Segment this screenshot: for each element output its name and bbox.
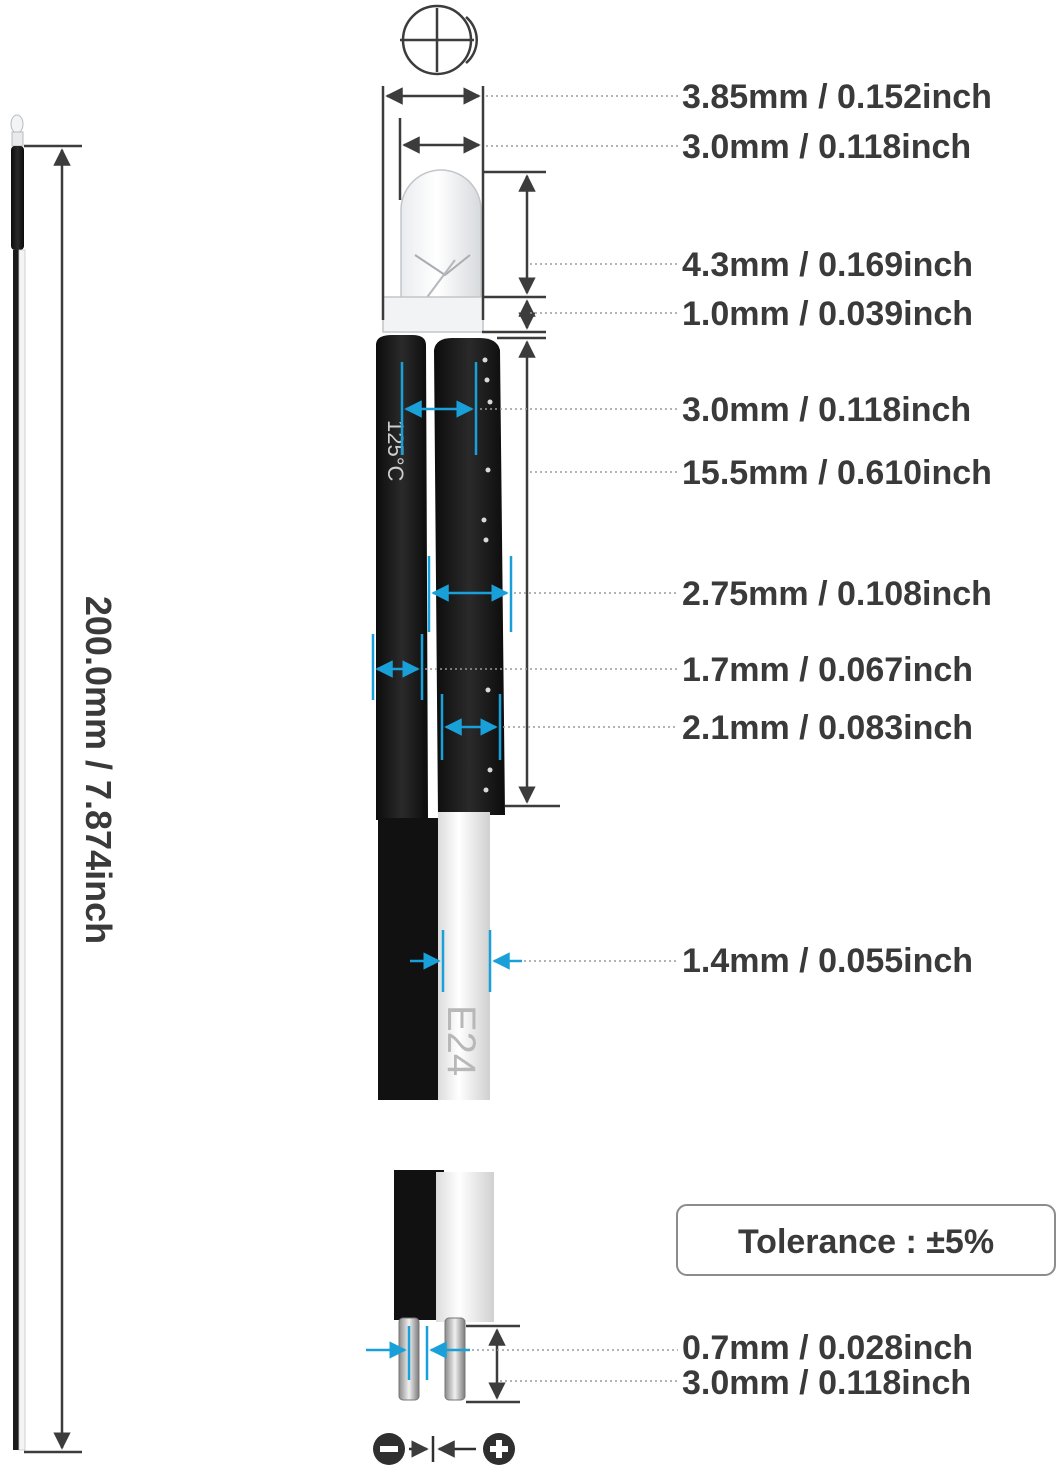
sleeve-length-label: 15.5mm / 0.610inch [682, 454, 992, 492]
leader-lines [425, 95, 678, 1382]
sleeve-gap-label: 3.0mm / 0.118inch [682, 391, 971, 429]
total-length-label: 200.0mm / 7.874inch [78, 596, 119, 944]
pin-length-label: 3.0mm / 0.118inch [682, 1364, 971, 1402]
heat-shrink-sleeves: 125°C [376, 335, 505, 820]
wire-diameter-label: 1.4mm / 0.055inch [682, 942, 973, 980]
led-wires: E24 [378, 812, 494, 1401]
lens-outer-diameter-label: 3.85mm / 0.152inch [682, 78, 992, 116]
tolerance-label: Tolerance : ±5% [738, 1223, 994, 1261]
full-length-led [10, 114, 26, 1451]
minus-circle-icon [373, 1433, 405, 1465]
total-length-dimension: 200.0mm / 7.874inch [24, 144, 119, 1454]
dimension-lines [381, 86, 560, 1404]
tolerance-box: Tolerance : ±5% [676, 1204, 1056, 1276]
polarity-indicator [373, 1433, 515, 1465]
accent-arrows [366, 362, 522, 1380]
lens-diameter-label: 3.0mm / 0.118inch [682, 128, 971, 166]
flange-height-label: 1.0mm / 0.039inch [682, 295, 973, 333]
led-top-view-icon [400, 4, 478, 76]
lens-height-label: 4.3mm / 0.169inch [682, 246, 973, 284]
wire-sleeve-a-label: 1.7mm / 0.067inch [682, 651, 973, 689]
wire-print-text: E24 [439, 1005, 483, 1076]
wire-sleeve-b-label: 2.1mm / 0.083inch [682, 709, 973, 747]
pin-width-label: 0.7mm / 0.028inch [682, 1329, 973, 1367]
dimension-labels: 3.85mm / 0.152inch 3.0mm / 0.118inch 4.3… [682, 78, 992, 1402]
svg-text:125°C: 125°C [383, 420, 408, 482]
arrow-icon [409, 1436, 476, 1462]
plus-circle-icon [483, 1433, 515, 1465]
led-lens [382, 169, 484, 333]
sleeve-width-label: 2.75mm / 0.108inch [682, 575, 992, 613]
